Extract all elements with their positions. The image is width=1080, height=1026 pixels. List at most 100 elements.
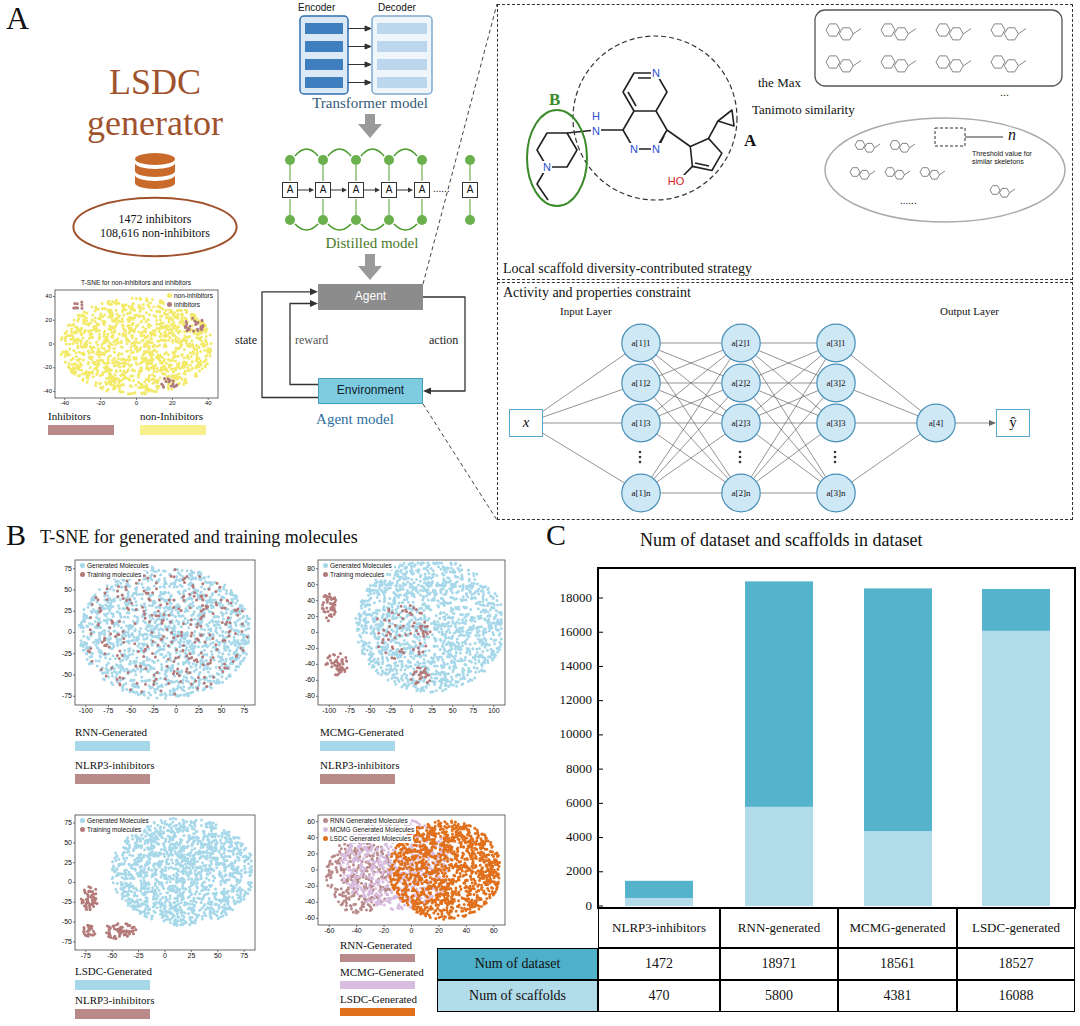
axis-tick: -75 bbox=[103, 707, 113, 715]
tick-mark bbox=[53, 296, 55, 297]
legend-swatch bbox=[140, 425, 206, 435]
encoder-block bbox=[305, 23, 343, 34]
tick-mark bbox=[316, 584, 318, 585]
legend-swatch bbox=[320, 774, 395, 784]
node-text: a[1]1 bbox=[632, 338, 651, 348]
molecule-thumbnail bbox=[991, 56, 1026, 72]
bar-scaffolds bbox=[864, 831, 932, 906]
decoder-block bbox=[372, 16, 432, 94]
chain-arrow bbox=[408, 188, 413, 193]
encoder-block bbox=[305, 77, 343, 88]
legend-item: MCMG Generated Molecules bbox=[321, 826, 416, 834]
node-text: ŷ bbox=[1009, 414, 1017, 431]
molecule-structure bbox=[695, 163, 709, 166]
bar-total bbox=[745, 581, 813, 906]
molecule-thumbnail bbox=[850, 168, 875, 179]
node-text: x bbox=[523, 414, 530, 431]
arrow-head bbox=[358, 124, 382, 138]
tick-mark bbox=[329, 705, 330, 707]
legend-item: Training molecules bbox=[78, 571, 143, 579]
tick-mark bbox=[598, 666, 603, 667]
legend-item: Generated Molecules bbox=[78, 817, 151, 825]
chain-link bbox=[469, 199, 470, 215]
axis-tick: 12000 bbox=[560, 693, 593, 708]
connector bbox=[759, 391, 819, 416]
scatter-points bbox=[72, 300, 83, 309]
connector-line bbox=[659, 350, 723, 376]
molecule-thumbnail bbox=[991, 24, 1026, 40]
arrow-head bbox=[310, 300, 318, 307]
axis-tick: 80 bbox=[307, 565, 315, 573]
neuron-outline bbox=[722, 324, 760, 362]
arrow-head bbox=[310, 288, 318, 295]
node-text: 108,616 non-inhibitors bbox=[100, 227, 210, 241]
connector bbox=[955, 420, 996, 426]
connector bbox=[760, 493, 817, 494]
token-box: A bbox=[315, 182, 331, 198]
axis-tick: 25 bbox=[188, 952, 196, 960]
connector-line bbox=[760, 493, 817, 494]
connector bbox=[659, 390, 723, 416]
legend-swatch bbox=[340, 1008, 415, 1016]
generator-title: LSDC generator bbox=[70, 62, 240, 145]
token-box: A bbox=[381, 182, 397, 198]
panel-letter: B bbox=[6, 518, 26, 553]
dashed-panel: Activity and properties constraintxa[1]1… bbox=[497, 282, 1073, 520]
decoder-block bbox=[377, 41, 427, 52]
tick-mark bbox=[53, 344, 55, 345]
axis-tick: 50 bbox=[218, 707, 226, 715]
neuron-outline bbox=[722, 364, 760, 402]
tick-mark bbox=[598, 871, 603, 872]
tick-mark bbox=[316, 568, 318, 569]
scatter-points bbox=[80, 885, 99, 911]
connector bbox=[659, 350, 723, 376]
axis-tick: 50 bbox=[64, 839, 72, 847]
legend-text: Generated Molecules bbox=[87, 562, 149, 570]
axis-tick: -20 bbox=[379, 927, 389, 935]
connector-line bbox=[759, 351, 819, 376]
node-text: 1472 inhibitors bbox=[118, 213, 191, 227]
atom-label: N bbox=[629, 143, 639, 156]
legend-swatch bbox=[323, 836, 328, 841]
axis-tick: 0 bbox=[68, 628, 72, 636]
tick-mark bbox=[466, 925, 467, 927]
connector bbox=[760, 423, 817, 424]
axis-tick: 50 bbox=[214, 952, 222, 960]
hidden-state-dot bbox=[417, 155, 427, 165]
scatter-plot bbox=[53, 290, 218, 400]
tick-mark bbox=[138, 950, 139, 952]
legend-text: MCMG-Generated bbox=[320, 726, 404, 739]
node-text: Local scaffold diversity-contributed str… bbox=[503, 261, 752, 277]
tick-mark bbox=[411, 705, 412, 707]
chain-link bbox=[421, 165, 422, 181]
annotation: Tanimoto similarity bbox=[752, 103, 855, 118]
legend-swatch bbox=[323, 818, 328, 823]
decoder-block bbox=[377, 23, 427, 34]
tick-mark bbox=[598, 837, 603, 838]
tick-mark bbox=[370, 705, 371, 707]
connector-line bbox=[543, 433, 625, 483]
neuron-circle: a[2]3 bbox=[721, 403, 761, 443]
connector-line bbox=[659, 350, 723, 376]
ellipsis-dot bbox=[739, 461, 742, 464]
legend-text: LSDC-Generated bbox=[340, 993, 417, 1006]
molecule-thumbnail bbox=[881, 56, 916, 72]
hidden-state-dot bbox=[351, 155, 361, 165]
molecule-structure bbox=[537, 73, 734, 200]
connector bbox=[756, 355, 822, 410]
axis-tick: 0 bbox=[163, 952, 167, 960]
connector bbox=[659, 350, 723, 376]
scatter-plot bbox=[73, 560, 255, 707]
axis-tick: -75 bbox=[345, 707, 355, 715]
table-row-header: Num of dataset bbox=[437, 948, 598, 980]
tick-mark bbox=[112, 950, 113, 952]
legend-item: Generated Molecules bbox=[78, 562, 151, 570]
chain-arrow bbox=[331, 190, 343, 191]
axis-tick: 0 bbox=[174, 707, 178, 715]
connector-line bbox=[654, 397, 728, 479]
agent-box: Agent bbox=[318, 284, 423, 310]
connector-line bbox=[855, 423, 917, 424]
hidden-state-dot bbox=[285, 155, 295, 165]
table-cell: 18527 bbox=[957, 948, 1075, 980]
tick-mark bbox=[316, 616, 318, 617]
